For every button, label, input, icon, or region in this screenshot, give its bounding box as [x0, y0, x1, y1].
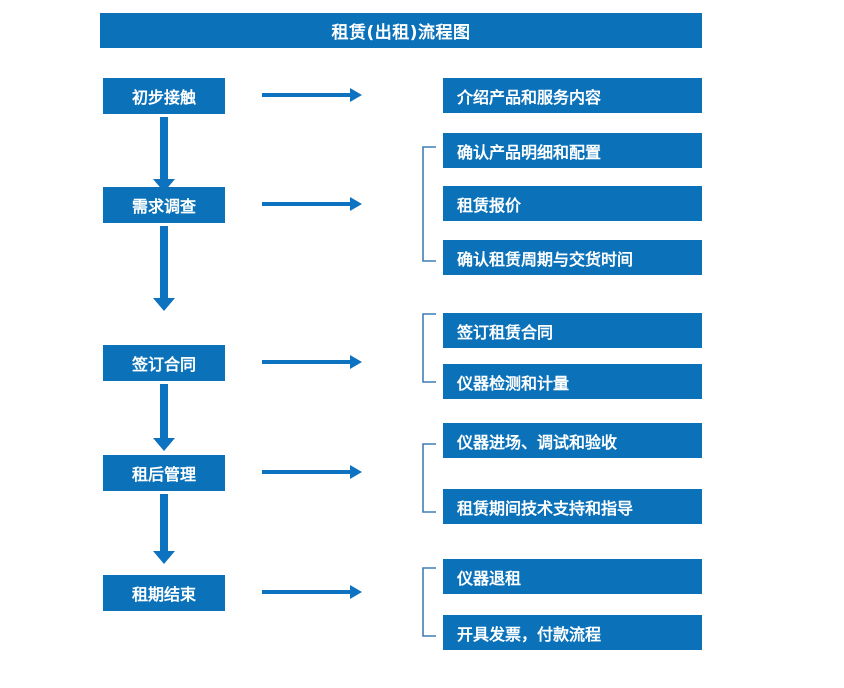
- detail-box-1-1[interactable]: 介绍产品和服务内容: [443, 78, 702, 113]
- detail-box-4-1[interactable]: 仪器进场、调试和验收: [443, 423, 702, 458]
- stage-box-5[interactable]: 租期结束: [103, 575, 225, 611]
- group-bracket-icon: [422, 146, 436, 262]
- detail-box-2-1[interactable]: 确认产品明细和配置: [443, 133, 702, 168]
- arrow-right-icon: [262, 197, 362, 211]
- detail-box-2-3[interactable]: 确认租赁周期与交货时间: [443, 240, 702, 275]
- stage-box-3[interactable]: 签订合同: [103, 345, 225, 381]
- arrow-right-icon: [262, 585, 362, 599]
- arrow-down-icon: [153, 226, 175, 311]
- arrow-right-icon: [262, 465, 362, 479]
- detail-box-3-1[interactable]: 签订租赁合同: [443, 313, 702, 348]
- detail-box-2-2[interactable]: 租赁报价: [443, 186, 702, 221]
- arrow-down-icon: [153, 384, 175, 451]
- detail-box-4-2[interactable]: 租赁期间技术支持和指导: [443, 489, 702, 524]
- detail-box-5-1[interactable]: 仪器退租: [443, 559, 702, 594]
- stage-box-4[interactable]: 租后管理: [103, 455, 225, 491]
- group-bracket-icon: [422, 567, 436, 637]
- group-bracket-icon: [422, 443, 436, 513]
- page-title: 租赁(出租)流程图: [100, 13, 702, 48]
- arrow-right-icon: [262, 88, 362, 102]
- group-bracket-icon: [422, 313, 436, 383]
- arrow-down-icon: [153, 494, 175, 564]
- arrow-down-icon: [153, 117, 175, 192]
- arrow-right-icon: [262, 355, 362, 369]
- detail-box-3-2[interactable]: 仪器检测和计量: [443, 364, 702, 399]
- detail-box-5-2[interactable]: 开具发票，付款流程: [443, 615, 702, 650]
- stage-box-2[interactable]: 需求调查: [103, 187, 225, 223]
- stage-box-1[interactable]: 初步接触: [103, 78, 225, 114]
